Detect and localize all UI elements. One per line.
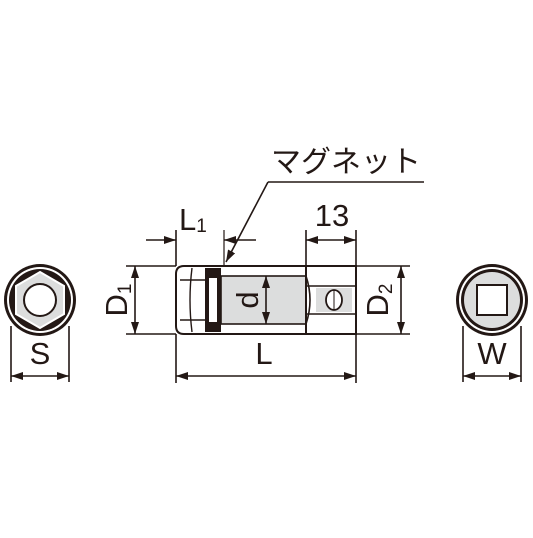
dimension-D1-label: D1 <box>99 284 136 317</box>
dimension-W-label: W <box>477 336 507 371</box>
dimension-L: L <box>175 334 357 383</box>
hex-end-view <box>4 264 76 336</box>
dimension-13: 13 <box>305 198 357 266</box>
dimension-L1: L1 <box>146 202 256 266</box>
magnet-callout: マグネット <box>225 145 424 263</box>
dimension-d-label: d <box>230 291 265 308</box>
square-drive-opening <box>476 284 508 316</box>
dimension-L1-label: L1 <box>179 202 207 237</box>
dimension-D2-label: D2 <box>360 284 397 317</box>
dimension-D1: D1 <box>99 265 176 335</box>
dimension-W: W <box>462 326 522 382</box>
dimension-S-label: S <box>30 336 51 371</box>
dimension-13-label: 13 <box>315 198 349 233</box>
dimension-D2: D2 <box>356 265 410 335</box>
magnet-callout-label: マグネット <box>271 145 421 180</box>
dimension-L-label: L <box>255 336 272 371</box>
hex-end-bore <box>23 283 57 317</box>
square-drive-end-view <box>456 264 528 336</box>
dimension-S: S <box>10 326 70 382</box>
dimension-d: d <box>230 276 270 324</box>
